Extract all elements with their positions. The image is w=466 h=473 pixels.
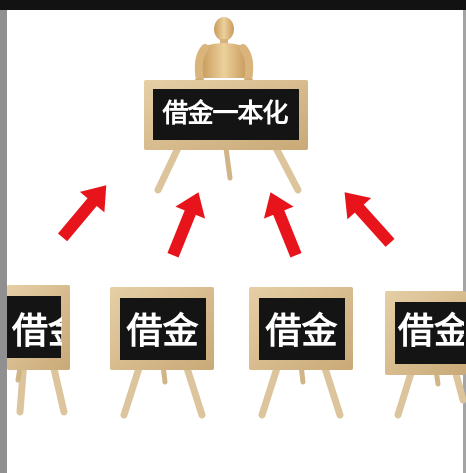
debt-board-1-label: 借金 <box>12 310 62 352</box>
debt-board-1-easel <box>7 285 70 416</box>
debt-board-4-label: 借金 <box>398 310 464 352</box>
top-border <box>0 0 466 10</box>
debt-board-3-label: 借金 <box>265 310 338 352</box>
arrow-1-icon <box>57 185 107 242</box>
debt-board-3-easel <box>249 287 353 419</box>
left-border <box>0 10 7 473</box>
arrow-2-icon <box>167 192 206 258</box>
wooden-mannequin-figure <box>194 17 254 86</box>
arrow-4-icon <box>344 192 395 247</box>
main-board-label: 借金一本化 <box>162 99 288 129</box>
debt-board-2-easel <box>110 287 214 419</box>
debt-board-4-easel <box>385 291 466 419</box>
debt-board-2-label: 借金 <box>126 310 199 352</box>
main-board-easel <box>144 80 308 194</box>
red-arrows <box>57 185 395 258</box>
arrow-3-icon <box>263 192 302 258</box>
right-border <box>463 10 466 473</box>
